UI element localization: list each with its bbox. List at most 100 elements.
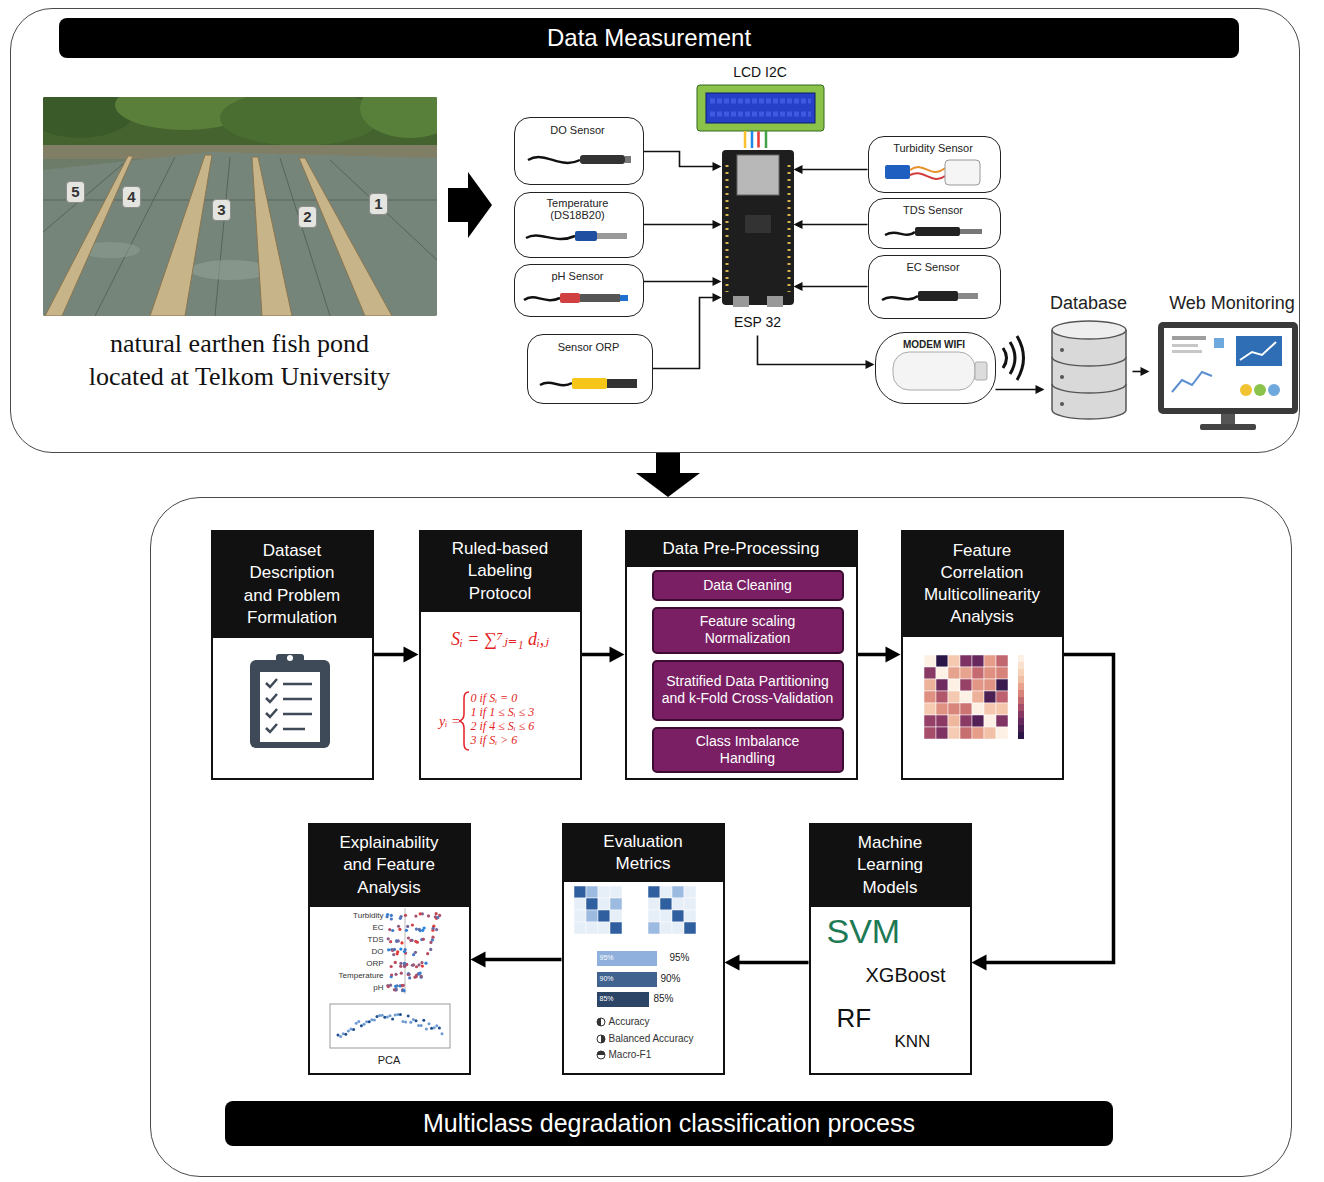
plot-label: PCA [310,1054,469,1067]
correlation-heatmap [924,679,936,691]
correlation-heatmap [960,691,972,703]
photo-caption-holder: natural earthen fish pond located at Tel… [88,327,392,395]
feature-name: pH [310,983,384,993]
shap-dots [414,914,417,917]
connector-line [757,132,760,148]
monitor-icon [1236,336,1282,366]
pca-scatter [425,1028,428,1031]
clipboard-icon [266,709,277,717]
shap-dots [408,976,411,979]
sensor-probe [575,231,597,241]
confusion-matrix [598,910,610,922]
correlation-heatmap [972,691,984,703]
confusion-matrix [648,898,660,910]
shap-dots [389,984,392,987]
shap-dots [415,965,418,968]
flow-arrow [448,172,492,238]
pca-scatter [383,1016,386,1019]
component-label-holder: Web Monitoring [1150,292,1315,315]
photo-caption: natural earthen fish pond located at Tel… [88,327,392,395]
correlation-heatmap [1018,690,1024,697]
feature-name-holder: EC [310,923,384,933]
correlation-heatmap [948,655,960,667]
correlation-heatmap [924,727,936,739]
pca-scatter [441,1032,444,1035]
confusion-matrix [574,910,586,922]
callout-holder: 3 [212,199,231,221]
pca-scatter [347,1029,350,1032]
pca-scatter [344,1033,347,1036]
lcd-screen [710,112,811,117]
sensor-label-holder: Temperature (DS18B20) [538,197,618,221]
connector-arrow [858,647,901,663]
shap-dots [388,928,391,931]
arrow-head [713,293,722,302]
pca-scatter [355,1022,358,1025]
shap-dots [424,962,427,965]
monitor-icon [1200,424,1256,430]
shap-dots [414,951,417,954]
correlation-heatmap [936,655,948,667]
correlation-heatmap [936,667,948,679]
metric-name-holder: Balanced Accuracy [609,1033,721,1045]
connector-line [758,336,869,365]
panel-title: Data Measurement [59,23,1239,53]
feature-name: Temperature [310,971,384,981]
sensor-probe [625,156,631,163]
sensor-probe [540,383,572,386]
database-cylinder [1052,330,1126,419]
connector-arrow [644,152,722,172]
clipboard-icon [266,679,312,732]
measurement-panel: natural earthen fish pond located at Tel… [10,8,1300,453]
component-label: LCD I2C [697,64,824,82]
sensor-label: TDS Sensor [869,204,998,217]
correlation-heatmap [984,655,996,667]
metric-name-holder: Accuracy [609,1016,721,1028]
sensor-probe [910,173,945,179]
connector-line [800,169,868,171]
sensor-label-holder: EC Sensor [869,261,998,274]
confusion-matrix [648,922,660,934]
bar-value: 90% [661,973,706,985]
monitor-icon [1254,384,1266,396]
correlation-heatmap [972,715,984,727]
shap-dots [429,948,432,951]
shap-dots [390,948,393,951]
lcd-wire [751,131,754,148]
shap-dots [405,929,408,932]
pond-photo [45,155,392,316]
metric-icon [597,1018,605,1026]
pond-photo [252,157,292,316]
confusion-matrix [598,886,610,898]
pond-photo [299,158,392,316]
callout-holder: 4 [122,186,141,208]
shap-dots [407,972,410,975]
connector-arrow [972,655,1114,971]
confusion-matrix [574,886,696,934]
pca-scatter [399,1013,402,1016]
component-label-holder: LCD I2C [697,64,824,82]
correlation-heatmap [960,703,972,715]
correlation-heatmap [948,667,960,679]
confusion-matrix [586,922,598,934]
connector-arrow [794,220,868,229]
model-name-holder: RF [837,1003,917,1034]
process-box: Dataset Description and Problem Formulat… [211,530,374,780]
feature-name-holder: pH [310,983,384,993]
database-cylinder [1060,375,1064,379]
sensor-probe [620,295,628,301]
bar-value: 95% [670,952,715,964]
wifi-modem [893,352,975,390]
metric-bars [597,951,657,966]
shap-dots [414,940,417,943]
shap-dots [401,988,404,991]
pca-scatter [370,1018,373,1021]
correlation-heatmap [948,679,960,691]
confusion-matrix [586,910,598,922]
shap-dots [407,973,410,976]
connector-arrow [794,165,868,174]
shap-dots [394,961,397,964]
pca-scatter [339,1035,342,1038]
bar-value-holder: 85% [600,995,630,1003]
shap-dots [417,972,420,975]
